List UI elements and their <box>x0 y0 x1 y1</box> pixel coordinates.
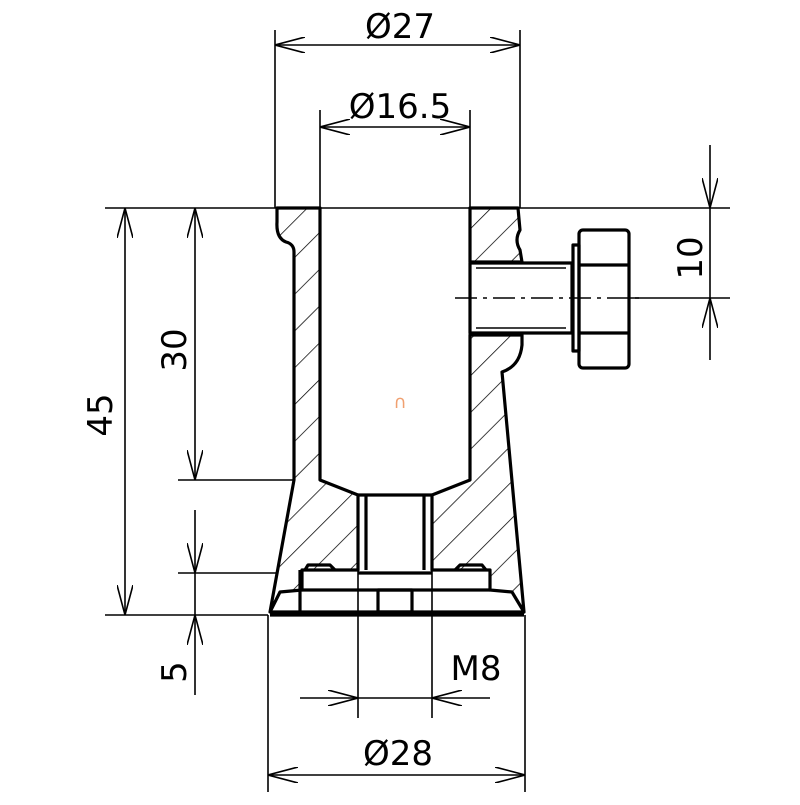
left-wall <box>268 206 360 614</box>
right-wall <box>468 206 524 264</box>
dim-thread: M8 <box>451 649 502 689</box>
stray-mark: ∩ <box>393 392 406 413</box>
dim-total-height: 45 <box>81 393 121 436</box>
dim-base-diameter: Ø28 <box>363 734 433 774</box>
dim-base-height: 5 <box>155 661 195 683</box>
dimension-lines <box>125 45 710 775</box>
dim-bore-diameter: Ø16.5 <box>349 87 451 127</box>
dim-bore-depth: 30 <box>155 328 195 371</box>
threaded-hole <box>358 493 432 575</box>
body-section <box>268 206 526 617</box>
center-pin <box>376 588 414 614</box>
extension-lines <box>105 30 730 792</box>
dim-outer-top-diameter: Ø27 <box>365 7 435 47</box>
side-bolt <box>455 228 640 370</box>
right-lower-wall <box>430 333 526 614</box>
dim-bolt-offset: 10 <box>671 236 711 279</box>
